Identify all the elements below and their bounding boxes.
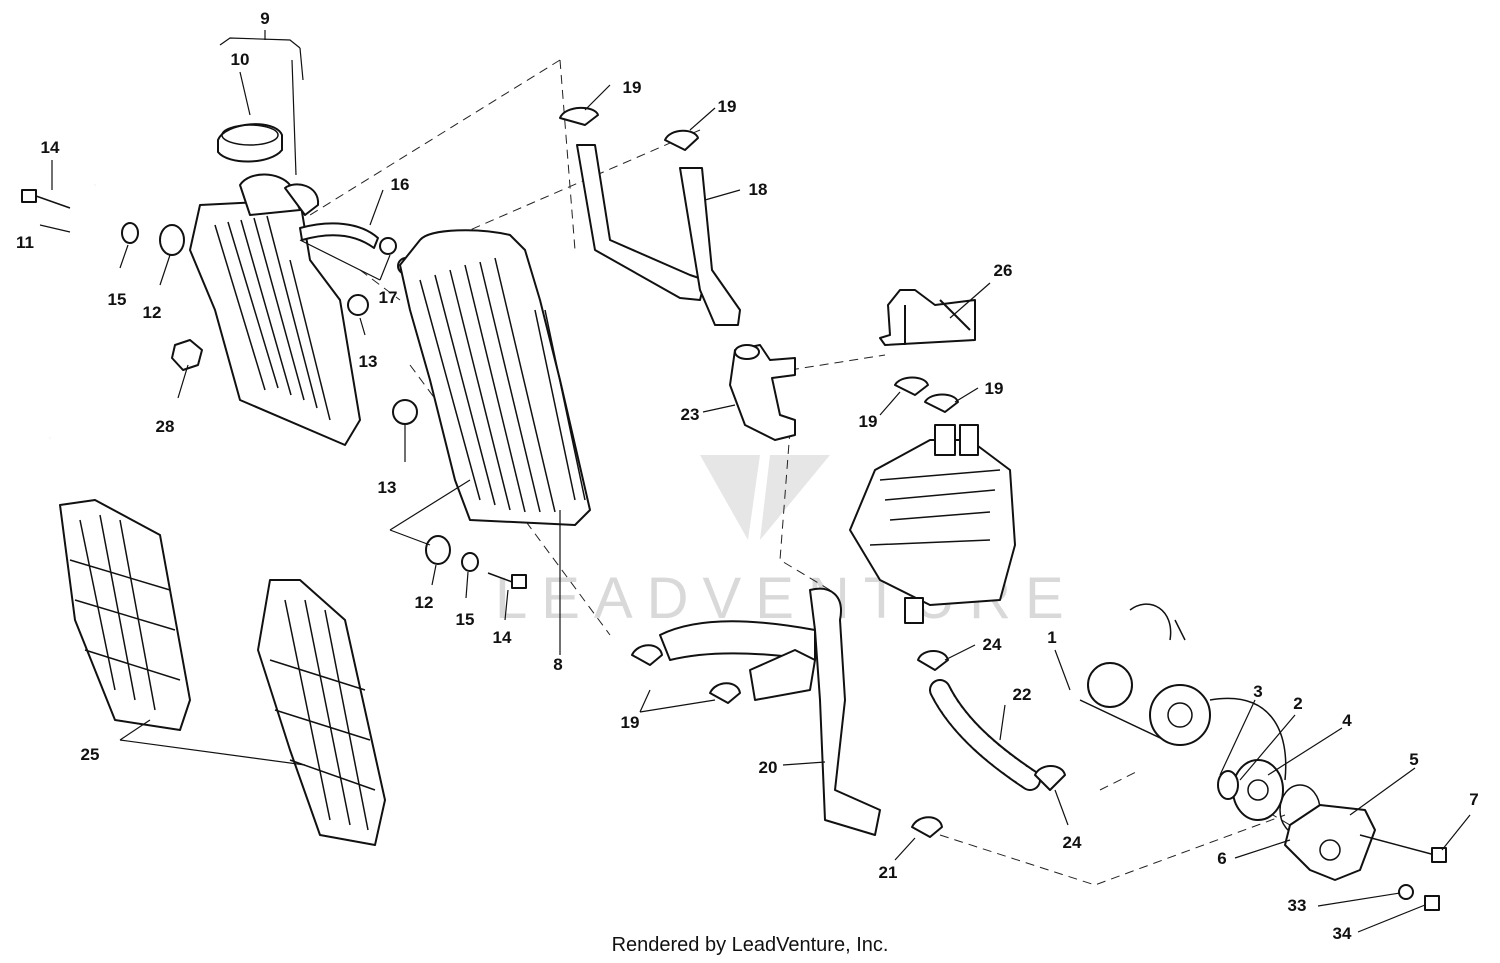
callout-17: 17 (379, 288, 398, 307)
clamp-19-lower-a (631, 644, 663, 666)
cylinder-outlet (904, 597, 924, 624)
callout-26: 26 (994, 261, 1013, 280)
callout-16: 16 (391, 175, 410, 194)
water-pump-impeller (1232, 759, 1284, 821)
callout-19-upper-a: 19 (623, 78, 642, 97)
radiator-left (189, 173, 361, 446)
callout-15-lower: 15 (456, 610, 475, 629)
grommet-left (159, 224, 185, 256)
grommet-lower (425, 535, 451, 565)
clamp-19-mid-a (894, 376, 929, 396)
callout-20: 20 (759, 758, 778, 777)
clamp-19-upper-b (664, 129, 699, 151)
callout-6: 6 (1217, 849, 1226, 868)
callout-34: 34 (1333, 924, 1352, 943)
clamp-24-a (917, 650, 949, 671)
nut (171, 339, 203, 371)
callout-25: 25 (81, 745, 100, 764)
clamp-19-upper-a (559, 106, 599, 126)
washer-left (121, 222, 139, 244)
washer-lower (461, 552, 479, 572)
callout-3: 3 (1253, 682, 1262, 701)
callout-8: 8 (553, 655, 562, 674)
clamp-19-mid-b (924, 393, 959, 413)
bolt-left (21, 189, 71, 209)
callout-2: 2 (1293, 694, 1302, 713)
callout-12-lower: 12 (415, 593, 434, 612)
callout-5: 5 (1409, 750, 1418, 769)
callout-7: 7 (1469, 790, 1478, 809)
small-hose (299, 222, 379, 249)
water-pump-shaft (1079, 662, 1176, 746)
callout-19-upper-b: 19 (718, 97, 737, 116)
callout-13-lower: 13 (378, 478, 397, 497)
callout-15-left: 15 (108, 290, 127, 309)
callout-23: 23 (681, 405, 700, 424)
water-pump-cover (1284, 804, 1376, 881)
callout-4: 4 (1342, 711, 1352, 730)
callout-19-mid-a: 19 (859, 412, 878, 431)
grommet-13-lower (392, 399, 418, 425)
seal (1217, 770, 1239, 800)
callout-1: 1 (1047, 628, 1056, 647)
callout-labels: 9 10 14 11 15 12 16 17 13 28 13 12 15 14… (16, 9, 1479, 943)
upper-hose (576, 144, 741, 326)
callout-24-upper: 24 (983, 635, 1002, 654)
callout-24-lower: 24 (1063, 833, 1082, 852)
radiator-louver-right (257, 579, 386, 846)
grommet-13-upper (347, 294, 369, 316)
clamp-17-a (379, 237, 397, 255)
bolt-lower (487, 572, 527, 589)
callout-11: 11 (16, 233, 34, 252)
callout-28: 28 (156, 417, 175, 436)
radiator-right (399, 229, 591, 526)
leader-lines (39, 30, 1471, 933)
pump-cover-bolt (1359, 834, 1447, 863)
callout-14-lower: 14 (493, 628, 512, 647)
lower-hose (659, 587, 881, 836)
washer-33 (1398, 884, 1414, 900)
clamp-24-b (1034, 765, 1066, 791)
water-pump-hose-inner (931, 681, 1039, 789)
thermostat-housing (729, 344, 796, 441)
callout-21: 21 (879, 863, 898, 882)
callout-22: 22 (1013, 685, 1032, 704)
drain-bolt-34 (1424, 895, 1440, 911)
callout-9: 9 (260, 9, 269, 28)
radiator-louver-left (59, 499, 191, 731)
callout-19-lower: 19 (621, 713, 640, 732)
clamp-21 (911, 816, 943, 838)
callout-18: 18 (749, 180, 768, 199)
overflow-hose-inner (47, 183, 98, 440)
callout-12-left: 12 (143, 303, 162, 322)
footer-credit: Rendered by LeadVenture, Inc. (612, 934, 889, 956)
callout-19-mid-b: 19 (985, 379, 1004, 398)
water-pump-gear (1129, 603, 1211, 746)
clamp-19-lower-b (709, 682, 741, 704)
callout-14-left: 14 (41, 138, 60, 157)
callout-10: 10 (231, 50, 250, 69)
cylinder-head (849, 424, 1016, 606)
callout-33: 33 (1288, 896, 1307, 915)
bypass-hose (879, 289, 976, 346)
callout-13-upper: 13 (359, 352, 378, 371)
radiator-cap (217, 123, 283, 163)
